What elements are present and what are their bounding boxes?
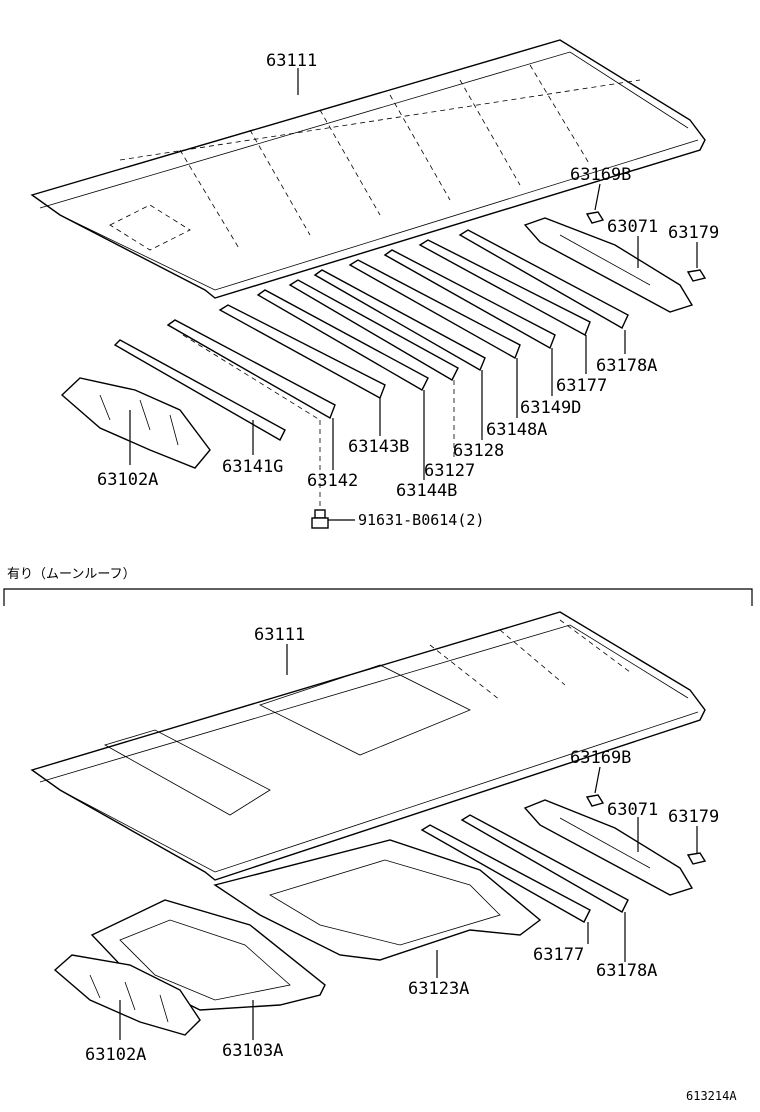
clip-63179-upper	[686, 269, 707, 282]
clip-63169B-lower	[585, 794, 605, 807]
label-bolt: 91631-B0614(2)	[358, 511, 484, 529]
leader-lines-upper	[129, 68, 698, 521]
bow-63177	[418, 239, 591, 336]
bolt-icon	[311, 509, 329, 529]
label-63169B-upper: 63169B	[570, 165, 631, 185]
roof-bows-upper	[113, 229, 629, 441]
label-63071-upper: 63071	[607, 217, 658, 237]
bow-63141G	[113, 339, 286, 441]
label-63144B-upper: 63144B	[396, 481, 457, 501]
label-63143B-upper: 63143B	[348, 437, 409, 457]
label-63148A-upper: 63148A	[486, 420, 547, 440]
bow-63143B	[218, 304, 386, 399]
label-63123A: 63123A	[408, 979, 469, 999]
label-63142-upper: 63142	[307, 471, 358, 491]
label-63178A-upper: 63178A	[596, 356, 657, 376]
section-bracket	[3, 588, 753, 606]
label-63102A-upper: 63102A	[97, 470, 158, 490]
label-63111-upper: 63111	[266, 51, 317, 71]
leader-lines-lower	[119, 644, 698, 1040]
upper-section: 63111 63169B 63071 63179 63178A 63177 63…	[30, 39, 719, 529]
rear-header-lower	[523, 799, 694, 896]
label-63103A: 63103A	[222, 1041, 283, 1061]
label-63179-lower: 63179	[668, 807, 719, 827]
bow-63178A	[458, 229, 629, 329]
bow-63128	[313, 269, 486, 372]
figure-id: 613214A	[686, 1089, 737, 1103]
bow-63144B	[256, 289, 429, 391]
bow-63149D	[383, 249, 556, 350]
clip-63179-lower	[686, 852, 707, 865]
label-63141G-upper: 63141G	[222, 457, 283, 477]
label-63127-upper: 63127	[424, 461, 475, 481]
bow-63177-lower	[420, 824, 591, 923]
moonroof-frame-63123A	[213, 839, 542, 961]
bow-63127	[288, 279, 459, 381]
label-63071-lower: 63071	[607, 800, 658, 820]
label-63111-lower: 63111	[254, 625, 305, 645]
front-header-upper	[60, 377, 211, 469]
roof-panel-upper	[30, 39, 706, 299]
label-63178A-lower: 63178A	[596, 961, 657, 981]
bow-63148A	[348, 259, 521, 360]
front-header-lower	[53, 954, 201, 1036]
label-63179-upper: 63179	[668, 223, 719, 243]
lower-section: 63111 63169B 63071 63179 63177 63178A 63…	[30, 611, 719, 1065]
rear-header-upper	[523, 217, 694, 313]
bow-63142	[166, 319, 336, 420]
section-header: 有り（ムーンルーフ）	[7, 567, 136, 582]
label-63169B-lower: 63169B	[570, 748, 631, 768]
label-63149D-upper: 63149D	[520, 398, 581, 418]
bow-63178A-lower	[460, 814, 629, 913]
label-63177-upper: 63177	[556, 376, 607, 396]
label-63128-upper: 63128	[453, 441, 504, 461]
clip-63169B-upper	[585, 211, 605, 224]
label-63177-lower: 63177	[533, 945, 584, 965]
label-63102A-lower: 63102A	[85, 1045, 146, 1065]
roof-panel-lower	[30, 611, 706, 881]
